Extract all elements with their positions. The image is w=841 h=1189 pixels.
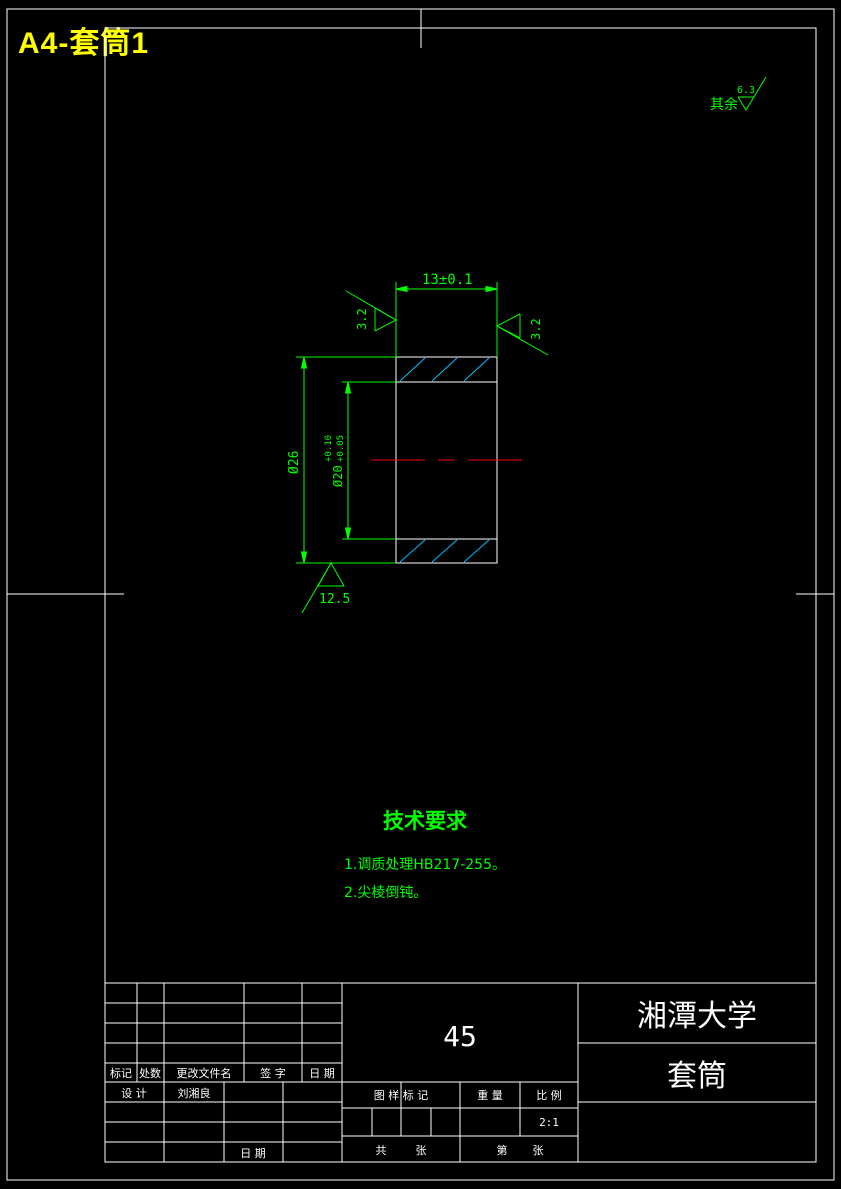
part-name: 套筒 [667, 1059, 727, 1094]
part-section [371, 356, 522, 564]
roughness-outer-value: 12.5 [319, 592, 350, 607]
label-sheets: 张 [416, 1144, 427, 1157]
roughness-right-value: 3.2 [529, 318, 543, 340]
roughness-right-face: 3.2 [495, 313, 549, 356]
roughness-outer-surface: 12.5 [301, 561, 350, 614]
label-drawing-mark: 图 样 标 记 [374, 1088, 429, 1102]
roughness-symbol-icon [737, 76, 767, 111]
label-sheet-no: 第 [497, 1143, 508, 1157]
tech-requirements-title: 技术要求 [383, 809, 467, 833]
outer-diameter-text: Ø26 [287, 451, 302, 474]
label-scale: 比 例 [536, 1088, 562, 1102]
section-hatching [399, 357, 490, 563]
roughness-other-value: 6.3 [737, 85, 755, 96]
scale-value: 2:1 [539, 1116, 559, 1129]
dimension-inner-diameter: Ø20 +0.10 +0.05 [324, 381, 396, 540]
label-signature: 签 字 [260, 1066, 286, 1080]
label-mark: 标记 [110, 1066, 132, 1080]
label-weight: 重 量 [477, 1088, 503, 1102]
designer-name: 刘湘良 [178, 1086, 211, 1100]
institution-name: 湘潭大学 [637, 999, 757, 1034]
label-date: 日 期 [309, 1067, 335, 1080]
label-design: 设 计 [121, 1087, 147, 1100]
label-total: 共 [376, 1144, 387, 1157]
roughness-left-face: 3.2 [345, 290, 398, 332]
roughness-other: 其余 6.3 [710, 76, 767, 113]
title-block-text: 45 湘潭大学 套筒 标记 处数 更改文件名 签 字 日 期 设 计 刘湘良 日… [110, 999, 757, 1160]
tech-requirement-item: 2.尖棱倒钝。 [344, 885, 427, 901]
roughness-other-prefix: 其余 [710, 96, 738, 113]
inner-upper-deviation: +0.10 [324, 435, 334, 462]
inner-diameter-text: Ø20 [331, 465, 345, 487]
technical-requirements: 技术要求 1.调质处理HB217-255。 2.尖棱倒钝。 [344, 809, 506, 901]
roughness-outer-icon [317, 561, 345, 587]
dimension-length: 13±0.1 [395, 272, 498, 357]
roughness-left-value: 3.2 [355, 308, 369, 330]
dimension-outer-diameter: Ø26 [287, 356, 396, 564]
label-sheet-unit: 张 [533, 1144, 544, 1157]
label-count: 处数 [139, 1067, 161, 1080]
sheet-label: A4-套筒1 [18, 27, 150, 60]
material-value: 45 [443, 1020, 477, 1053]
title-block-grid [105, 982, 816, 1162]
tech-requirement-item: 1.调质处理HB217-255。 [344, 857, 506, 873]
length-dimension-text: 13±0.1 [422, 272, 473, 288]
inner-lower-deviation: +0.05 [336, 435, 346, 462]
roughness-left-icon [374, 307, 398, 332]
label-date-lower: 日 期 [240, 1147, 266, 1160]
roughness-right-icon [495, 313, 521, 339]
label-change-doc: 更改文件名 [177, 1066, 232, 1080]
